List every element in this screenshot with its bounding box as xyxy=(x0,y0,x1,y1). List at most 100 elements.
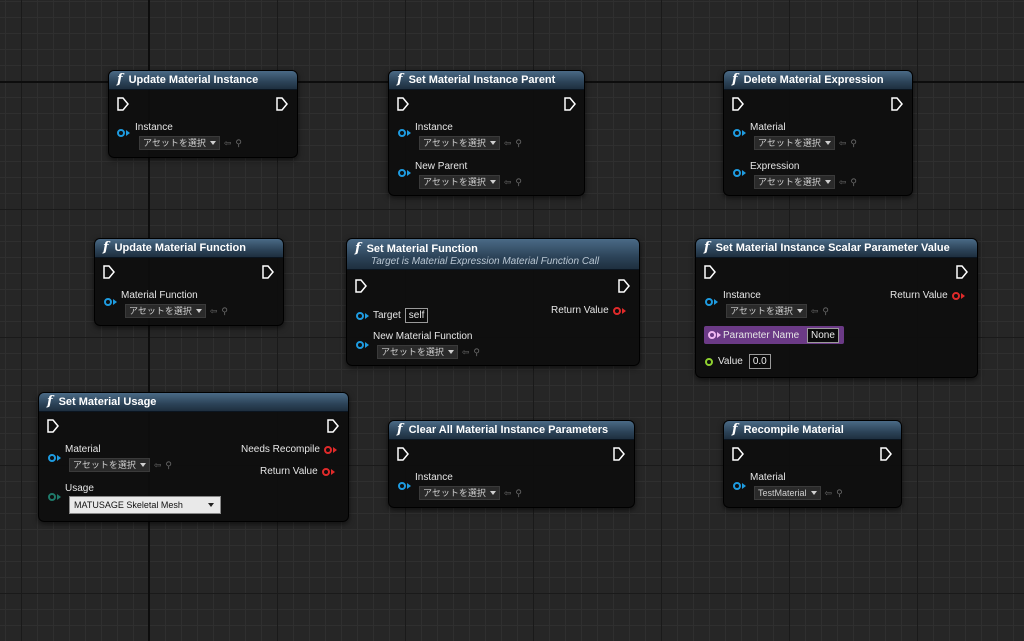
material-pin[interactable] xyxy=(733,129,746,137)
browse-magnifier-icon[interactable]: ⚲ xyxy=(515,487,522,498)
usage-pin[interactable] xyxy=(48,493,61,501)
asset-select-combo[interactable]: アセットを選択 ⇦⚲ xyxy=(419,136,522,150)
object-pin-icon[interactable] xyxy=(398,129,406,137)
browse-magnifier-icon[interactable]: ⚲ xyxy=(822,305,829,316)
asset-select-box[interactable]: アセットを選択 xyxy=(377,345,458,359)
needs-recompile-pin[interactable]: Needs Recompile xyxy=(241,444,337,455)
node-header[interactable]: f Set Material Instance Parent xyxy=(389,71,584,90)
object-pin-icon[interactable] xyxy=(733,169,741,177)
asset-select-box[interactable]: アセットを選択 xyxy=(419,175,500,189)
return-value-pin[interactable]: Return Value xyxy=(260,466,335,477)
object-pin-icon[interactable] xyxy=(117,129,125,137)
asset-select-box[interactable]: アセットを選択 xyxy=(69,458,150,472)
asset-select-box[interactable]: アセットを選択 xyxy=(754,175,835,189)
browse-magnifier-icon[interactable]: ⚲ xyxy=(515,176,522,187)
use-selected-arrow-icon[interactable]: ⇦ xyxy=(153,459,162,470)
object-pin-icon[interactable] xyxy=(733,129,741,137)
asset-select-box[interactable]: アセットを選択 xyxy=(419,136,500,150)
use-selected-arrow-icon[interactable]: ⇦ xyxy=(503,176,512,187)
use-selected-arrow-icon[interactable]: ⇦ xyxy=(503,487,512,498)
node-update-material-function[interactable]: f Update Material Function Material Func… xyxy=(94,238,284,326)
material-pin[interactable] xyxy=(48,454,61,462)
browse-magnifier-icon[interactable]: ⚲ xyxy=(836,487,843,498)
use-selected-arrow-icon[interactable]: ⇦ xyxy=(209,305,218,316)
return-value-pin[interactable]: Return Value xyxy=(551,305,626,316)
expression-pin[interactable] xyxy=(733,169,746,177)
node-set-scalar-parameter-value[interactable]: f Set Material Instance Scalar Parameter… xyxy=(695,238,978,378)
value-field[interactable]: 0.0 xyxy=(748,354,771,369)
node-set-material-usage[interactable]: f Set Material Usage Material アセットを選択 ⇦⚲… xyxy=(38,392,349,522)
asset-select-combo[interactable]: アセットを選択 ⇦⚲ xyxy=(754,136,857,150)
use-selected-arrow-icon[interactable]: ⇦ xyxy=(838,137,847,148)
object-pin-icon[interactable] xyxy=(48,454,56,462)
asset-select-box[interactable]: アセットを選択 xyxy=(754,136,835,150)
node-header[interactable]: f Update Material Function xyxy=(95,239,283,258)
browse-magnifier-icon[interactable]: ⚲ xyxy=(850,137,857,148)
asset-select-combo[interactable]: アセットを選択 ⇦⚲ xyxy=(125,304,228,318)
parameter-name-field[interactable]: None xyxy=(807,328,839,343)
object-pin-icon[interactable] xyxy=(398,482,406,490)
use-selected-arrow-icon[interactable]: ⇦ xyxy=(824,487,833,498)
asset-select-combo[interactable]: アセットを選択 ⇦⚲ xyxy=(726,304,829,318)
object-pin-icon[interactable] xyxy=(356,311,364,320)
node-header[interactable]: f Set Material Usage xyxy=(39,393,348,412)
usage-dropdown[interactable]: MATUSAGE Skeletal Mesh xyxy=(69,496,221,514)
target-value-field[interactable]: self xyxy=(404,308,429,323)
asset-select-combo[interactable]: アセットを選択 ⇦⚲ xyxy=(419,486,522,500)
material-pin[interactable] xyxy=(733,482,746,490)
instance-pin[interactable] xyxy=(705,298,718,306)
browse-magnifier-icon[interactable]: ⚲ xyxy=(221,305,228,316)
asset-select-box[interactable]: アセットを選択 xyxy=(726,304,807,318)
node-clear-all-material-instance-parameters[interactable]: f Clear All Material Instance Parameters… xyxy=(388,420,635,508)
use-selected-arrow-icon[interactable]: ⇦ xyxy=(461,346,470,357)
node-header[interactable]: f Clear All Material Instance Parameters xyxy=(389,421,634,440)
object-pin-icon[interactable] xyxy=(705,298,713,306)
object-pin-icon[interactable] xyxy=(733,482,741,490)
return-value-pin[interactable]: Return Value xyxy=(890,290,965,301)
bool-pin-icon[interactable] xyxy=(321,467,330,476)
instance-pin[interactable] xyxy=(398,129,411,137)
browse-magnifier-icon[interactable]: ⚲ xyxy=(165,459,172,470)
asset-select-combo[interactable]: アセットを選択 ⇦ ⚲ xyxy=(139,136,242,150)
material-asset-combo[interactable]: TestMaterial ⇦⚲ xyxy=(754,486,843,500)
name-pin-icon[interactable] xyxy=(708,331,716,339)
asset-select-combo[interactable]: アセットを選択 ⇦⚲ xyxy=(754,175,857,189)
bool-pin-icon[interactable] xyxy=(612,306,621,315)
node-header[interactable]: f Set Material Instance Scalar Parameter… xyxy=(696,239,977,258)
use-selected-arrow-icon[interactable]: ⇦ xyxy=(223,137,232,148)
material-function-pin[interactable] xyxy=(104,298,117,306)
use-selected-arrow-icon[interactable]: ⇦ xyxy=(503,137,512,148)
node-recompile-material[interactable]: f Recompile Material Material TestMateri… xyxy=(723,420,902,508)
node-header[interactable]: f Set Material Function Target is Materi… xyxy=(347,239,639,270)
asset-select-box[interactable]: アセットを選択 xyxy=(139,136,220,150)
object-pin-icon[interactable] xyxy=(356,341,364,349)
instance-pin[interactable] xyxy=(398,482,411,490)
object-pin-icon[interactable] xyxy=(104,298,112,306)
use-selected-arrow-icon[interactable]: ⇦ xyxy=(810,305,819,316)
browse-magnifier-icon[interactable]: ⚲ xyxy=(473,346,480,357)
use-selected-arrow-icon[interactable]: ⇦ xyxy=(838,176,847,187)
enum-pin-icon[interactable] xyxy=(48,493,56,501)
bool-pin-icon[interactable] xyxy=(323,445,332,454)
browse-magnifier-icon[interactable]: ⚲ xyxy=(515,137,522,148)
bool-pin-icon[interactable] xyxy=(951,291,960,300)
node-header[interactable]: f Update Material Instance xyxy=(109,71,297,90)
browse-magnifier-icon[interactable]: ⚲ xyxy=(235,137,242,148)
instance-pin[interactable] xyxy=(117,129,130,137)
node-set-material-function[interactable]: f Set Material Function Target is Materi… xyxy=(346,238,640,366)
new-parent-pin[interactable] xyxy=(398,169,411,177)
target-pin[interactable]: Target self xyxy=(356,308,429,323)
asset-select-box[interactable]: アセットを選択 xyxy=(419,486,500,500)
node-set-material-instance-parent[interactable]: f Set Material Instance Parent Instance … xyxy=(388,70,585,196)
asset-select-combo[interactable]: アセットを選択 ⇦⚲ xyxy=(377,345,480,359)
value-pin[interactable]: Value 0.0 xyxy=(705,354,771,369)
asset-select-combo[interactable]: アセットを選択 ⇦⚲ xyxy=(69,458,172,472)
node-header[interactable]: f Delete Material Expression xyxy=(724,71,912,90)
object-pin-icon[interactable] xyxy=(398,169,406,177)
asset-select-box[interactable]: アセットを選択 xyxy=(125,304,206,318)
material-asset-box[interactable]: TestMaterial xyxy=(754,486,821,500)
node-update-material-instance[interactable]: f Update Material Instance Instance アセット… xyxy=(108,70,298,158)
node-header[interactable]: f Recompile Material xyxy=(724,421,901,440)
float-pin-icon[interactable] xyxy=(705,357,713,366)
browse-magnifier-icon[interactable]: ⚲ xyxy=(850,176,857,187)
